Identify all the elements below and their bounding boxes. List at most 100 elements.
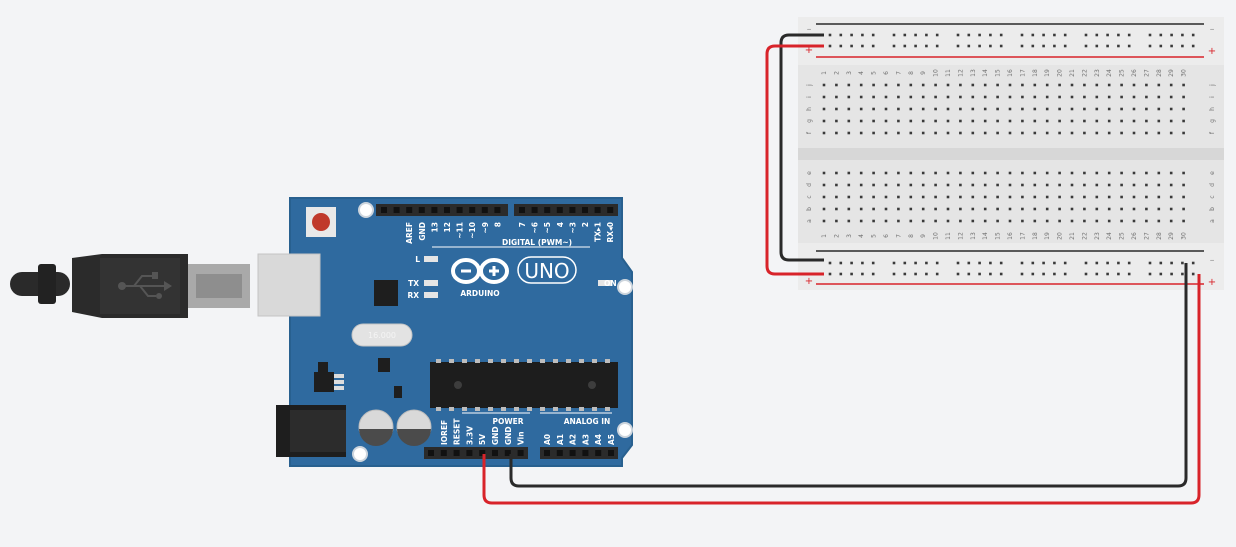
- breadboard-hole[interactable]: [1045, 195, 1049, 199]
- breadboard-hole[interactable]: [921, 95, 925, 99]
- breadboard-hole[interactable]: [946, 207, 950, 211]
- breadboard-hole[interactable]: [1083, 95, 1086, 99]
- breadboard-hole[interactable]: [1021, 95, 1024, 99]
- breadboard-hole[interactable]: [959, 131, 962, 135]
- breadboard-hole[interactable]: [921, 131, 925, 135]
- breadboard-hole[interactable]: [1145, 119, 1148, 123]
- breadboard-hole[interactable]: [835, 219, 838, 223]
- breadboard-hole[interactable]: [822, 95, 826, 99]
- breadboard-hole[interactable]: [996, 131, 999, 135]
- breadboard-hole[interactable]: [822, 219, 826, 223]
- breadboard-hole[interactable]: [1021, 107, 1024, 111]
- wire-black-gnd-to-breadboard[interactable]: [509, 263, 1188, 488]
- breadboard-hole[interactable]: [1095, 195, 1099, 199]
- breadboard-hole[interactable]: [1169, 207, 1173, 211]
- breadboard-hole[interactable]: [983, 131, 987, 135]
- rail-hole[interactable]: [903, 44, 907, 48]
- rail-hole[interactable]: [989, 33, 992, 37]
- breadboard-hole[interactable]: [1021, 119, 1024, 123]
- rail-hole[interactable]: [1095, 33, 1099, 37]
- breadboard-hole[interactable]: [1169, 119, 1173, 123]
- breadboard-hole[interactable]: [897, 83, 900, 87]
- breadboard-hole[interactable]: [859, 131, 863, 135]
- breadboard-hole[interactable]: [1033, 195, 1037, 199]
- breadboard-hole[interactable]: [971, 207, 975, 211]
- breadboard-hole[interactable]: [1008, 195, 1012, 199]
- breadboard-hole[interactable]: [971, 183, 975, 187]
- breadboard-hole[interactable]: [1145, 95, 1148, 99]
- breadboard-hole[interactable]: [1095, 83, 1099, 87]
- breadboard-hole[interactable]: [884, 219, 888, 223]
- breadboard-hole[interactable]: [897, 195, 900, 199]
- breadboard-hole[interactable]: [921, 183, 925, 187]
- breadboard-hole[interactable]: [872, 131, 875, 135]
- breadboard-hole[interactable]: [971, 195, 975, 199]
- rail-hole[interactable]: [989, 261, 992, 265]
- breadboard-hole[interactable]: [1008, 171, 1012, 175]
- rail-hole[interactable]: [1106, 261, 1109, 265]
- breadboard-hole[interactable]: [1083, 219, 1086, 223]
- rail-hole[interactable]: [1191, 272, 1195, 276]
- breadboard-hole[interactable]: [959, 183, 962, 187]
- rail-hole[interactable]: [1031, 44, 1035, 48]
- header-pin[interactable]: [504, 450, 511, 456]
- breadboard-hole[interactable]: [835, 195, 838, 199]
- breadboard-hole[interactable]: [884, 183, 888, 187]
- rail-hole[interactable]: [861, 33, 864, 37]
- header-pin[interactable]: [453, 450, 460, 456]
- breadboard-hole[interactable]: [1083, 207, 1086, 211]
- breadboard-hole[interactable]: [996, 219, 999, 223]
- breadboard-hole[interactable]: [859, 171, 863, 175]
- breadboard-hole[interactable]: [1169, 219, 1173, 223]
- breadboard-hole[interactable]: [983, 183, 987, 187]
- breadboard-hole[interactable]: [934, 195, 937, 199]
- header-pin[interactable]: [481, 207, 488, 213]
- breadboard-hole[interactable]: [897, 131, 900, 135]
- rail-hole[interactable]: [978, 33, 981, 37]
- rail-hole[interactable]: [1095, 272, 1099, 276]
- breadboard-hole[interactable]: [1120, 107, 1123, 111]
- breadboard-hole[interactable]: [983, 119, 987, 123]
- breadboard-hole[interactable]: [872, 83, 875, 87]
- breadboard-hole[interactable]: [909, 131, 913, 135]
- header-pin[interactable]: [456, 207, 463, 213]
- breadboard-hole[interactable]: [1083, 119, 1086, 123]
- breadboard-hole[interactable]: [1157, 219, 1161, 223]
- usb-cable[interactable]: [10, 254, 250, 318]
- rail-hole[interactable]: [956, 44, 960, 48]
- rail-hole[interactable]: [989, 272, 992, 276]
- breadboard-hole[interactable]: [983, 171, 987, 175]
- breadboard-hole[interactable]: [1083, 107, 1086, 111]
- breadboard-hole[interactable]: [884, 195, 888, 199]
- rail-hole[interactable]: [1106, 33, 1109, 37]
- rail-hole[interactable]: [1042, 272, 1045, 276]
- breadboard-hole[interactable]: [1107, 95, 1111, 99]
- rail-hole[interactable]: [1159, 272, 1163, 276]
- breadboard-hole[interactable]: [971, 131, 975, 135]
- breadboard-hole[interactable]: [1107, 107, 1111, 111]
- breadboard-hole[interactable]: [1107, 83, 1111, 87]
- breadboard-hole[interactable]: [1021, 219, 1024, 223]
- breadboard-hole[interactable]: [934, 219, 937, 223]
- breadboard-hole[interactable]: [1033, 219, 1037, 223]
- rail-hole[interactable]: [967, 261, 971, 265]
- rail-hole[interactable]: [956, 33, 960, 37]
- breadboard-hole[interactable]: [1132, 219, 1136, 223]
- breadboard-hole[interactable]: [909, 207, 913, 211]
- header-pin[interactable]: [569, 207, 576, 213]
- breadboard-hole[interactable]: [1120, 95, 1123, 99]
- rail-hole[interactable]: [871, 272, 875, 276]
- breadboard-hole[interactable]: [946, 119, 950, 123]
- rail-hole[interactable]: [1117, 261, 1120, 265]
- header-pin[interactable]: [492, 450, 498, 456]
- header-pin[interactable]: [494, 207, 501, 213]
- rail-hole[interactable]: [903, 261, 907, 265]
- breadboard-hole[interactable]: [946, 83, 950, 87]
- breadboard-hole[interactable]: [847, 107, 851, 111]
- breadboard-hole[interactable]: [835, 183, 838, 187]
- breadboard-hole[interactable]: [1182, 207, 1185, 211]
- breadboard-hole[interactable]: [1033, 83, 1037, 87]
- breadboard-hole[interactable]: [859, 119, 863, 123]
- header-pin[interactable]: [406, 207, 413, 213]
